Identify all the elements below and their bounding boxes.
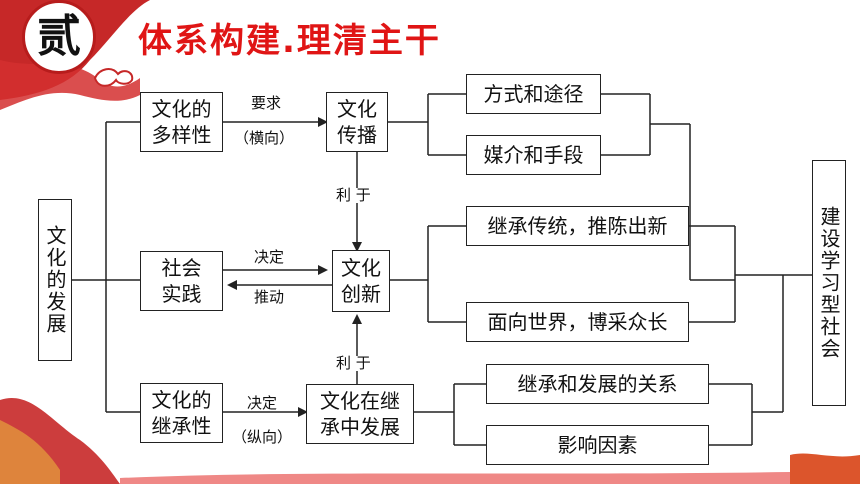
node-cultural-innovation: 文化创新 — [332, 250, 390, 312]
cloud-swirl — [93, 68, 134, 87]
connector-inherit-develop-branches — [414, 383, 486, 446]
node-media: 媒介和手段 — [466, 135, 601, 175]
node-face-world: 面向世界，博采众长 — [466, 302, 689, 342]
label-benefit-bottom: 利 于 — [336, 354, 371, 372]
label-promote: 推动 — [254, 288, 285, 306]
label-require: 要求 — [251, 94, 282, 112]
connector-innovation-branches — [390, 225, 466, 323]
label-vertical: （纵向） — [232, 428, 293, 446]
bottom-right-red — [790, 453, 860, 484]
node-cultural-development: 文化的发展 — [38, 199, 72, 361]
section-badge: 贰 — [22, 0, 96, 74]
node-learning-society: 建设学习型社会 — [812, 160, 846, 406]
node-inherit-tradition: 继承传统，推陈出新 — [466, 206, 689, 246]
label-horizontal: （横向） — [234, 129, 295, 147]
connector-right-top — [601, 93, 735, 281]
node-ways: 方式和途径 — [466, 74, 601, 114]
label-benefit-top: 利 于 — [336, 186, 371, 204]
node-cultural-inheritance: 文化的继承性 — [140, 383, 223, 443]
node-relation: 继承和发展的关系 — [486, 364, 709, 404]
label-decide-inheritance: 决定 — [247, 394, 278, 412]
node-social-practice: 社会实践 — [140, 251, 223, 311]
connector-right-bottom — [709, 275, 784, 446]
connector-spread-branches — [388, 93, 466, 156]
bottom-red-stripe — [120, 472, 790, 484]
node-cultural-spread: 文化传播 — [326, 92, 388, 152]
slide-title: 体系构建.理清主干 — [138, 21, 441, 61]
connector-root-trunk — [72, 121, 140, 413]
top-left-red-wave — [0, 60, 140, 110]
label-decide-practice: 决定 — [254, 248, 285, 266]
node-inherit-and-develop: 文化在继承中发展 — [306, 384, 414, 444]
bottom-left-gold — [0, 420, 60, 484]
connector-right-middle — [689, 225, 812, 323]
node-factors: 影响因素 — [486, 425, 709, 465]
node-cultural-diversity: 文化的多样性 — [140, 92, 223, 152]
